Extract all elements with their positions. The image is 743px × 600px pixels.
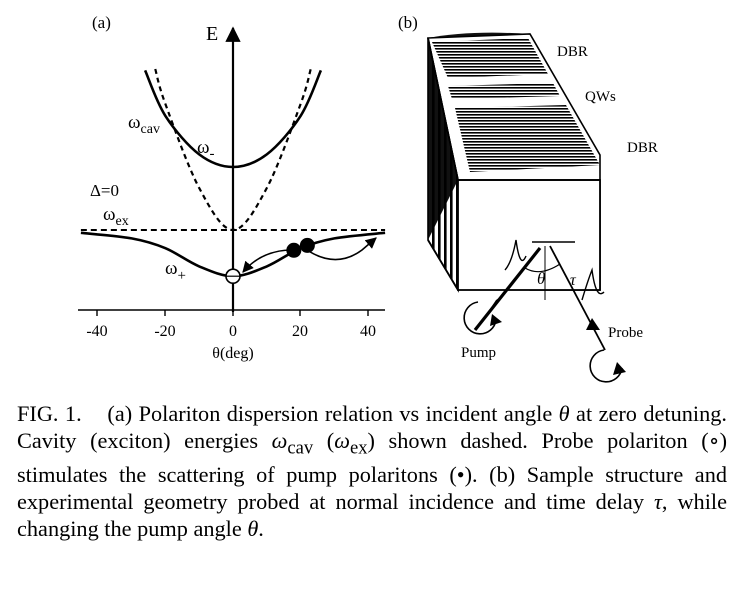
- lower-branch-label: ω+: [165, 258, 186, 284]
- caption-symbol: ω: [334, 428, 350, 453]
- sample-structure: [427, 32, 601, 293]
- caption-symbol: τ: [653, 489, 662, 515]
- pump-polariton-marker: [286, 242, 302, 258]
- exciton-label: ωex: [103, 204, 129, 229]
- caption-text: (a) Polariton dispersion relation vs inc…: [81, 401, 559, 426]
- caption-text: at zero detuning. Cavity (exciton) energ…: [17, 401, 733, 453]
- x-tick-label: -20: [154, 323, 175, 340]
- detuning-label: Δ=0: [90, 181, 119, 200]
- pump-pulse: [504, 239, 527, 271]
- upper-polariton-curve: [143, 69, 323, 169]
- panel-a: (a) E -40 -20 0 20 40 θ(deg): [78, 13, 386, 362]
- pump-beam-arrow: [488, 294, 505, 312]
- x-axis-label: θ(deg): [212, 345, 253, 362]
- panel-b: (b) DBR QWs DBR: [398, 13, 658, 383]
- probe-beam-arrow: [586, 318, 600, 330]
- caption-symbol: θ: [247, 516, 259, 542]
- pump-polarization-icon: [463, 301, 502, 335]
- caption-text: (: [313, 428, 335, 453]
- angle-label: θ: [537, 269, 545, 288]
- probe-polarization-icon: [589, 349, 626, 383]
- quantum-wells: [448, 83, 560, 99]
- panel-a-label: (a): [92, 13, 111, 32]
- delay-label: τ: [570, 272, 577, 289]
- layer-label-dbr-bottom: DBR: [627, 140, 658, 156]
- layer-label-qws: QWs: [585, 89, 616, 105]
- bottom-dbr-layers: [455, 105, 600, 172]
- caption-fig-label: FIG. 1.: [17, 401, 82, 426]
- caption-symbol: θ: [558, 401, 570, 426]
- cavity-label: ωcav: [128, 112, 160, 137]
- pump-beam: [473, 247, 542, 331]
- x-tick-label: 0: [229, 323, 237, 340]
- caption-text: ) shown dashed. Probe polariton (∘) stim…: [17, 428, 733, 515]
- x-tick-label: 40: [360, 323, 376, 340]
- layer-label-dbr-top: DBR: [557, 44, 588, 60]
- probe-label: Probe: [608, 325, 643, 341]
- top-dbr-layers: [432, 38, 548, 78]
- figure-caption: FIG. 1. (a) Polariton dispersion relatio…: [17, 400, 727, 542]
- caption-text: .: [258, 516, 264, 542]
- caption-subscript: ex: [349, 437, 368, 459]
- probe-pulse: [581, 267, 605, 301]
- pump-label: Pump: [461, 345, 496, 361]
- x-ticks: -40 -20 0 20 40: [86, 310, 376, 340]
- caption-subscript: cav: [287, 437, 314, 459]
- y-axis-label: E: [206, 23, 218, 45]
- caption-text: , while changing the pump angle: [17, 489, 733, 542]
- caption-symbol: ω: [271, 428, 288, 453]
- x-tick-label: -40: [86, 323, 107, 340]
- scatter-arrow-to-probe: [242, 249, 293, 273]
- sample-bottom-face: [457, 179, 601, 291]
- x-tick-label: 20: [292, 323, 308, 340]
- figure-1: (a) E -40 -20 0 20 40 θ(deg): [78, 13, 658, 383]
- probe-beam: [549, 245, 606, 351]
- pump-polariton-marker: [299, 237, 315, 253]
- beam-geometry: θ τ: [473, 239, 606, 351]
- upper-branch-label: ω-: [197, 137, 215, 162]
- angle-arc: [524, 263, 561, 273]
- sample-outline: [427, 37, 600, 291]
- panel-b-label: (b): [398, 13, 418, 32]
- scatter-arrow-outgoing: [303, 237, 377, 261]
